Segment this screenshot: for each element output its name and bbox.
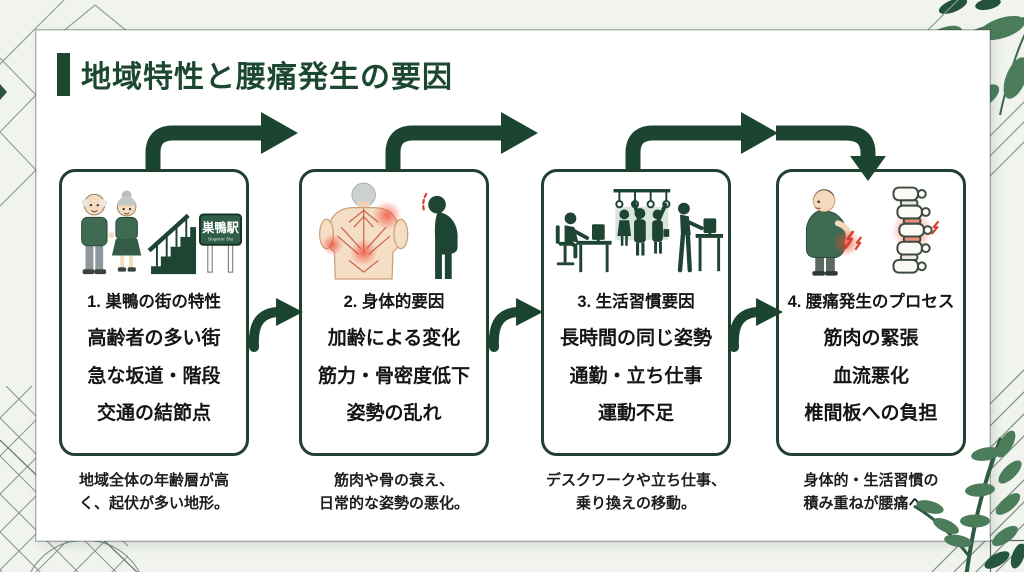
card-line: 血流悪化 xyxy=(832,365,909,387)
hunched-person-icon xyxy=(422,192,458,279)
card-line: 運動不足 xyxy=(597,403,674,425)
card-line: 高齢者の多い街 xyxy=(87,327,221,349)
circle-outline xyxy=(30,539,140,572)
card-line: 急な坂道・階段 xyxy=(87,365,221,387)
sugamo-town-illustration: 巣鴨駅 Sogone Ste xyxy=(62,180,246,288)
card-line: 筋力・骨密度低下 xyxy=(317,365,470,387)
step-card-2: 2. 身体的要因 加齢による変化 筋力・骨密度低下 姿勢の乱れ xyxy=(299,169,489,456)
card-line: 筋肉の緊張 xyxy=(823,327,919,349)
title-block: 地域特性と腰痛発生の要因 xyxy=(57,52,453,96)
card-line: 椎間板への負担 xyxy=(804,403,938,425)
step-4-heading: 4. 腰痛発生のプロセス xyxy=(787,293,955,311)
step-2-heading: 2. 身体的要因 xyxy=(343,293,445,311)
back-pain-person-icon xyxy=(805,189,863,276)
step-card-1: 巣鴨駅 Sogone Ste 1. 巣鴨の街の特性 高齢者の多い街 急な坂道・階… xyxy=(59,169,249,456)
card-line: 交通の結節点 xyxy=(96,403,211,425)
back-pain-illustration xyxy=(779,180,963,288)
train-commuters-icon xyxy=(613,189,671,256)
leaf-accent-left xyxy=(0,84,7,100)
step-card-3: 3. 生活習慣要因 長時間の同じ姿勢 通勤・立ち仕事 運動不足 xyxy=(541,169,731,456)
title-accent-bar xyxy=(57,52,70,96)
card-line: 長時間の同じ姿勢 xyxy=(559,327,712,349)
step-1-caption: 地域全体の年齢層が高く、起伏が多い地形。 xyxy=(78,472,229,512)
elderly-couple-icon xyxy=(81,190,142,275)
standing-desk-worker-icon xyxy=(677,202,724,273)
stairs-icon xyxy=(147,213,197,275)
station-sign-title: 巣鴨駅 xyxy=(201,220,239,235)
card-line: 通勤・立ち仕事 xyxy=(569,365,703,387)
physical-factor-illustration xyxy=(302,180,486,288)
lifestyle-factor-illustration xyxy=(544,180,728,288)
page-title: 地域特性と腰痛発生の要因 xyxy=(81,61,453,94)
step-3-heading: 3. 生活習慣要因 xyxy=(577,293,695,311)
step-4-caption: 身体的・生活習慣の積み重ねが腰痛へ。 xyxy=(803,472,939,512)
step-1-heading: 1. 巣鴨の街の特性 xyxy=(87,293,221,311)
step-2-caption: 筋肉や骨の衰え、日常的な姿勢の悪化。 xyxy=(318,472,469,512)
station-sign: 巣鴨駅 Sogone Ste xyxy=(198,213,243,273)
back-muscles-icon xyxy=(319,182,409,280)
station-sign-subtitle: Sogone Ste xyxy=(208,236,234,242)
spine-icon xyxy=(891,186,940,274)
card-line: 加齢による変化 xyxy=(327,327,461,349)
step-card-4: 4. 腰痛発生のプロセス 筋肉の緊張 血流悪化 椎間板への負担 xyxy=(776,169,966,456)
card-line: 姿勢の乱れ xyxy=(346,403,442,425)
desk-worker-icon xyxy=(555,212,612,273)
content-panel: 地域特性と腰痛発生の要因 xyxy=(36,30,990,541)
step-3-caption: デスクワークや立ち仕事、乗り換えの移動。 xyxy=(545,472,726,512)
